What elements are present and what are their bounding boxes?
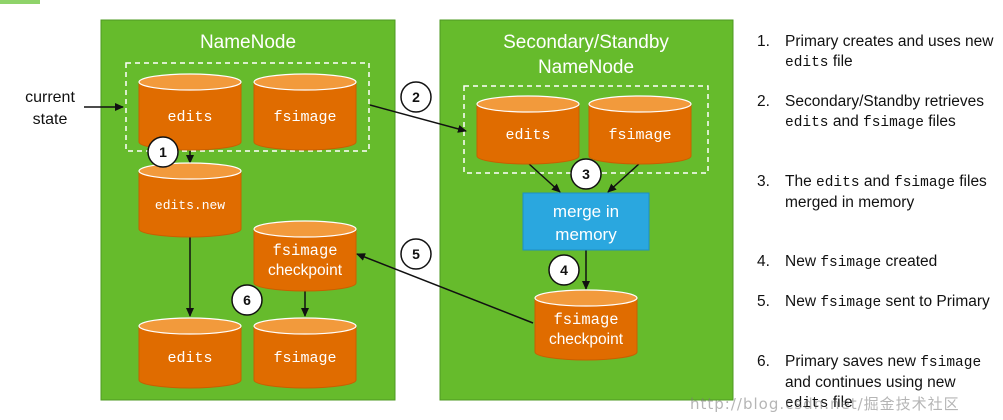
step-text: Secondary/Standby retrieves edits and fs… (785, 93, 985, 131)
edits-cylinder-current: edits (138, 73, 242, 151)
step-marker-2: 2 (400, 81, 432, 113)
fsimage-checkpoint-cylinder-right-label-1: fsimage (553, 311, 618, 329)
arrow-send-checkpoint (356, 253, 534, 324)
step-item-1: 1. Primary creates and uses new edits fil… (757, 32, 997, 73)
svg-text:6: 6 (243, 292, 251, 308)
step-item-3: 3. The edits and fsimage files merged in … (757, 172, 997, 213)
edits-cylinder-bottom-label-1: edits (167, 350, 212, 367)
fsimage-checkpoint-cylinder-right-label-2: checkpoint (549, 331, 624, 348)
step-number: 3. (757, 173, 770, 190)
step-marker-5: 5 (400, 238, 432, 270)
diagram-canvas: NameNode Secondary/Standby NameNode curr… (25, 19, 734, 401)
merge-label-line1: merge in (553, 202, 619, 221)
step-text: New fsimage created (785, 253, 938, 271)
current-state-label-line1: current (25, 89, 75, 106)
svg-text:4: 4 (560, 262, 568, 278)
step-item-5: 5. New fsimage sent to Primary (757, 292, 997, 313)
merge-label-line2: memory (555, 225, 617, 244)
fsimage-cylinder-bottom-label-1: fsimage (273, 350, 336, 367)
step-marker-6: 6 (231, 284, 263, 316)
svg-text:2: 2 (412, 89, 420, 105)
fsimage-checkpoint-cylinder-right: fsimage checkpoint (534, 289, 638, 361)
step-text: New fsimage sent to Primary (785, 293, 990, 311)
secondary-title-line2: NameNode (538, 57, 634, 78)
step-item-6: 6. Primary saves new fsimage and continue… (757, 352, 997, 414)
step-text: Primary saves new fsimage and continues … (785, 353, 982, 412)
edits-cylinder-secondary: edits (476, 95, 580, 165)
top-accent-bar (0, 0, 40, 4)
step-number: 6. (757, 353, 770, 370)
fsimage-cylinder-secondary: fsimage (588, 95, 692, 165)
edits-cylinder-bottom: edits (138, 317, 242, 389)
fsimage-checkpoint-cylinder-left: fsimage checkpoint (253, 220, 357, 292)
step-number: 4. (757, 253, 770, 270)
arrow-edits-to-merge (527, 162, 561, 193)
fsimage-checkpoint-cylinder-left-label-1: fsimage (272, 242, 337, 260)
arrow-retrieve-files (369, 104, 467, 133)
fsimage-cylinder-current-label-1: fsimage (273, 109, 336, 126)
step-marker-1: 1 (147, 136, 179, 168)
svg-text:3: 3 (582, 166, 590, 182)
watermark-text: http://blog.csdn.net/掘金技术社区 (690, 395, 960, 413)
step-number: 2. (757, 93, 770, 110)
step-item-2: 2. Secondary/Standby retrieves edits and … (757, 92, 997, 133)
svg-text:1: 1 (159, 144, 167, 160)
step-number: 1. (757, 33, 770, 50)
svg-text:5: 5 (412, 246, 420, 262)
fsimage-cylinder-secondary-label-1: fsimage (608, 127, 671, 144)
step-item-4: 4. New fsimage created (757, 252, 997, 273)
current-state-label-line2: state (33, 111, 68, 128)
step-marker-4: 4 (548, 254, 580, 286)
namenode-title: NameNode (200, 32, 296, 53)
step-text: The edits and fsimage files merged in me… (785, 173, 987, 211)
fsimage-cylinder-current: fsimage (253, 73, 357, 151)
merge-in-memory-box (522, 192, 650, 251)
secondary-title-line1: Secondary/Standby (503, 32, 669, 53)
edits-new-cylinder-label-1: edits.new (155, 198, 225, 213)
edits-new-cylinder: edits.new (138, 162, 242, 238)
fsimage-checkpoint-cylinder-left-label-2: checkpoint (268, 262, 343, 279)
step-text: Primary creates and uses new edits file (785, 33, 994, 71)
edits-cylinder-current-label-1: edits (167, 109, 212, 126)
edits-cylinder-secondary-label-1: edits (505, 127, 550, 144)
step-marker-3: 3 (570, 158, 602, 190)
current-state-group (125, 62, 370, 152)
fsimage-cylinder-bottom: fsimage (253, 317, 357, 389)
arrow-fsimage-to-merge (607, 162, 641, 193)
step-number: 5. (757, 293, 770, 310)
